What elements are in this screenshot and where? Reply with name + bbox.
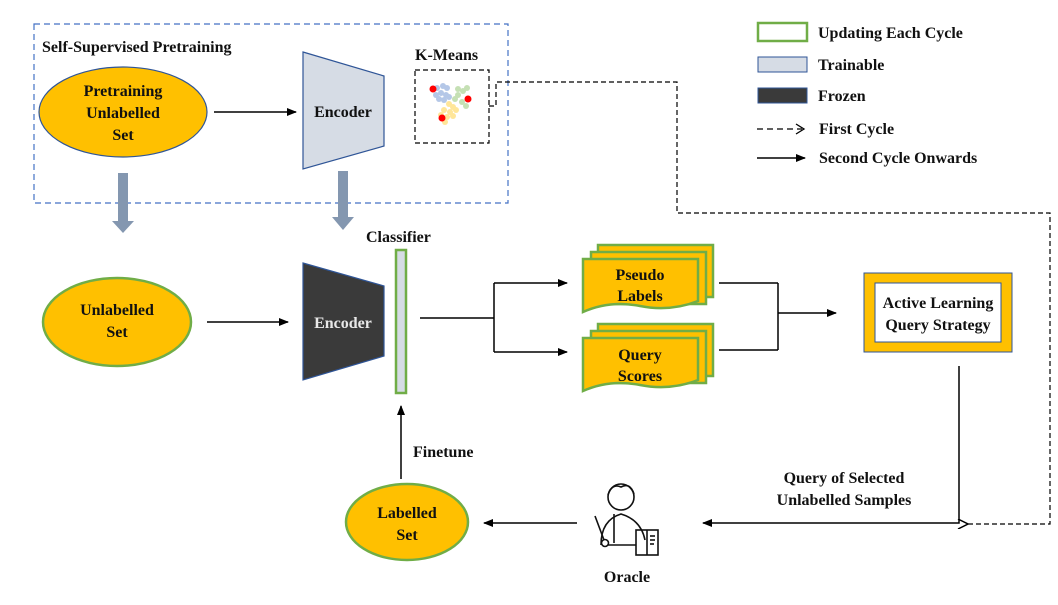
kmeans-cluster-box	[414, 69, 490, 144]
pretraining-title: Self-Supervised Pretraining	[42, 39, 231, 56]
trainable-encoder-label: Encoder	[314, 104, 372, 121]
labelled-set-line-2: Set	[396, 527, 418, 544]
legend: Updating Each Cycle Trainable Frozen Fir…	[756, 21, 977, 167]
legend-item-second-cycle: Second Cycle Onwards	[757, 150, 977, 167]
pseudo-labels-line-2: Labels	[617, 288, 662, 305]
classifier-layer	[394, 248, 408, 395]
classifier-label: Classifier	[366, 229, 431, 246]
kmeans-label: K-Means	[415, 47, 478, 64]
frozen-encoder: Encoder	[302, 262, 385, 381]
legend-swatch-trainable	[757, 56, 808, 73]
labelled-set-line-1: Labelled	[377, 505, 437, 522]
unlabelled-set: Unlabelled Set	[41, 276, 193, 368]
arrow-strategy-to-oracle	[702, 366, 960, 527]
pretraining-section: Self-Supervised Pretraining Pretraining …	[33, 23, 509, 204]
down-arrow-left	[112, 173, 134, 233]
merge-to-strategy	[719, 282, 837, 351]
strategy-line-2: Query Strategy	[885, 317, 990, 334]
pretraining-unlabelled-set: Pretraining Unlabelled Set	[38, 66, 208, 158]
finetune-label: Finetune	[413, 444, 473, 461]
legend-label-updating: Updating Each Cycle	[818, 25, 963, 42]
legend-swatch-green-outline	[756, 21, 809, 43]
legend-item-updating: Updating Each Cycle	[756, 21, 963, 43]
legend-label-first-cycle: First Cycle	[819, 121, 894, 138]
pretraining-set-line-2: Unlabelled	[86, 105, 160, 122]
first-cycle-dashed-path	[489, 81, 1051, 524]
legend-open-arrowhead-icon	[795, 123, 806, 135]
query-scores-line-2: Scores	[618, 368, 662, 385]
frozen-encoder-label: Encoder	[314, 315, 372, 332]
legend-item-frozen: Frozen	[757, 87, 866, 105]
labelled-set: Labelled Set	[344, 482, 470, 562]
active-learning-strategy-box: Active Learning Query Strategy	[863, 272, 1013, 353]
query-selected-line-1: Query of Selected	[784, 470, 905, 487]
query-scores-line-1: Query	[618, 347, 662, 364]
pretraining-box	[33, 23, 509, 204]
pretraining-set-line-3: Set	[112, 127, 134, 144]
pretraining-set-line-1: Pretraining	[84, 83, 163, 100]
legend-swatch-frozen	[757, 87, 808, 104]
legend-label-trainable: Trainable	[818, 57, 884, 74]
query-scores-doc: Query Scores	[581, 322, 715, 393]
oracle-label: Oracle	[604, 569, 650, 586]
pseudo-labels-line-1: Pseudo	[616, 267, 665, 284]
oracle-teacher-icon	[594, 483, 659, 556]
kmeans-cluster-icon	[429, 83, 472, 125]
classifier-output-branch	[420, 279, 568, 356]
unlabelled-set-line-1: Unlabelled	[80, 302, 154, 319]
down-arrow-right	[332, 171, 354, 230]
legend-item-first-cycle: First Cycle	[757, 121, 894, 138]
legend-label-second-cycle: Second Cycle Onwards	[819, 150, 977, 167]
query-selected-line-2: Unlabelled Samples	[777, 492, 912, 509]
pseudo-labels-doc: Pseudo Labels	[581, 243, 715, 314]
legend-label-frozen: Frozen	[818, 88, 866, 105]
strategy-line-1: Active Learning	[883, 295, 994, 312]
legend-item-trainable: Trainable	[757, 56, 884, 74]
trainable-encoder: Encoder	[302, 51, 385, 170]
unlabelled-set-line-2: Set	[106, 324, 128, 341]
